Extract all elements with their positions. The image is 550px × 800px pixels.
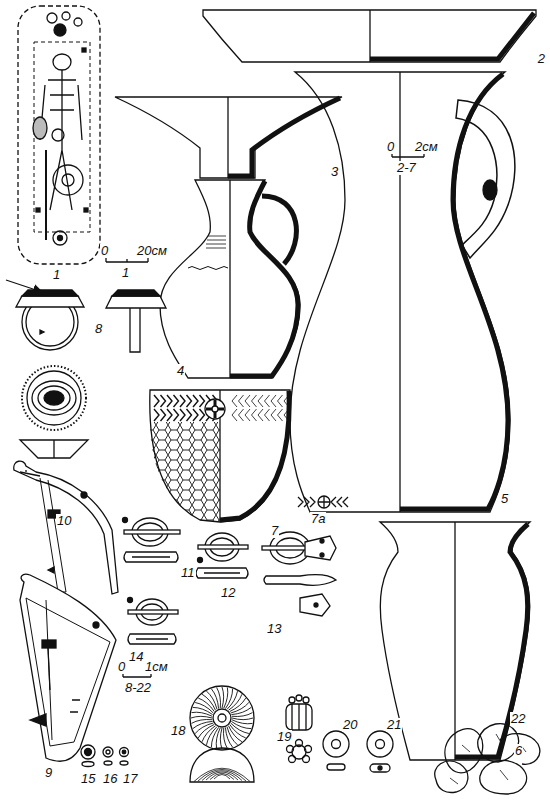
callout-number: 2см bbox=[414, 140, 439, 154]
pot-vessel bbox=[380, 522, 530, 760]
callout-number: 12 bbox=[220, 586, 236, 600]
callout-number: 11 bbox=[180, 566, 196, 580]
callout-number: 1см bbox=[144, 660, 169, 674]
buckle bbox=[196, 533, 248, 578]
callout-number: 2-7 bbox=[396, 161, 417, 175]
callout-number: 18 bbox=[170, 724, 186, 738]
finger-ring bbox=[6, 280, 166, 352]
callout-number: 0 bbox=[117, 660, 126, 674]
bowl-vessel bbox=[203, 10, 536, 62]
fibula bbox=[14, 461, 118, 594]
callout-number: 20см bbox=[136, 244, 168, 258]
callout-number: 1 bbox=[121, 266, 130, 280]
callout-number: 8-22 bbox=[124, 681, 152, 695]
ornament-detail bbox=[298, 496, 348, 508]
callout-number: 17 bbox=[122, 772, 138, 786]
large-jug-vessel bbox=[290, 72, 515, 512]
callout-number: 9 bbox=[44, 766, 53, 780]
callout-number: 7 bbox=[270, 524, 279, 538]
segmented-bead bbox=[286, 695, 312, 763]
callout-number: 1 bbox=[52, 268, 61, 282]
callout-number: 15 bbox=[80, 772, 96, 786]
ring-bead bbox=[323, 731, 393, 772]
callout-number: 5 bbox=[500, 492, 509, 506]
callout-number: 7а bbox=[310, 512, 326, 526]
callout-number: 22 bbox=[510, 712, 526, 726]
callout-number: 13 bbox=[266, 622, 282, 636]
callout-number: 20 bbox=[342, 718, 358, 732]
callout-number: 2 bbox=[537, 52, 546, 66]
scale-bar bbox=[106, 258, 148, 262]
callout-number: 10 bbox=[56, 514, 72, 528]
callout-number: 8 bbox=[94, 322, 103, 336]
callout-number: 0 bbox=[100, 244, 109, 258]
callout-number: 6 bbox=[514, 744, 523, 758]
bead-cluster bbox=[435, 724, 540, 794]
buckle bbox=[123, 518, 181, 563]
bezel-top-view bbox=[20, 366, 88, 458]
buckle bbox=[262, 532, 336, 616]
bead bbox=[81, 745, 129, 767]
fibula bbox=[20, 574, 116, 761]
shell-bead bbox=[190, 686, 254, 782]
callout-number: 3 bbox=[330, 165, 339, 179]
jug-vessel bbox=[160, 180, 300, 378]
callout-number: 0 bbox=[386, 140, 395, 154]
callout-number: 21 bbox=[386, 718, 402, 732]
callout-number: 19 bbox=[276, 730, 292, 744]
grave-plan bbox=[18, 6, 100, 264]
funnel-vessel bbox=[115, 97, 342, 178]
callout-number: 16 bbox=[102, 772, 118, 786]
callout-number: 4 bbox=[176, 364, 185, 378]
decorated-bowl bbox=[150, 390, 290, 522]
buckle bbox=[128, 598, 179, 645]
callout-number: 14 bbox=[128, 650, 144, 664]
